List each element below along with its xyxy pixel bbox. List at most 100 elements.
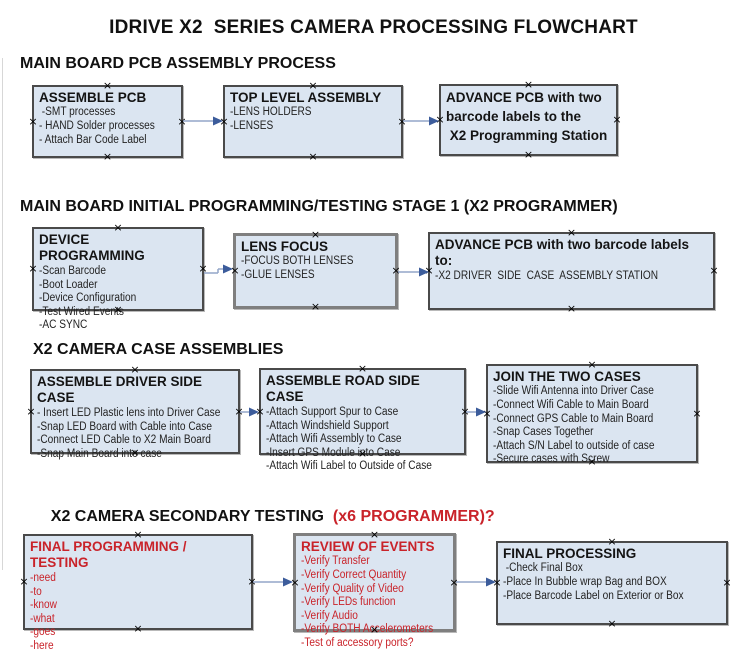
canvas-edge-line — [2, 58, 3, 570]
connection-handle-top: × — [113, 221, 123, 234]
flow-box-assemble-road-side-case[interactable]: ASSEMBLE ROAD SIDE CASE-Attach Support S… — [255, 362, 469, 472]
connection-handle-top: × — [102, 79, 113, 92]
connector-arrow-1[interactable] — [183, 113, 223, 129]
box-item: -Snap Cases Together — [493, 426, 594, 439]
connection-handle-top: × — [308, 79, 318, 92]
box-title: ASSEMBLE PCB — [39, 90, 147, 105]
box-title: ADVANCE PCB with two barcode labels to t… — [446, 90, 608, 143]
connection-handle-top: × — [369, 528, 380, 541]
connection-handle-bottom: × — [523, 148, 534, 161]
box-item: -Attach Wifi Label to Outside of Case — [266, 460, 432, 473]
box-title: FINAL PROCESSING — [503, 546, 637, 561]
box-item: -Verify Transfer — [301, 555, 370, 568]
box-item: -Boot Loader — [39, 278, 98, 291]
flow-box-top-level-assembly[interactable]: TOP LEVEL ASSEMBLY-LENS HOLDERS-LENSES××… — [219, 79, 406, 163]
box-item: -Attach Support Spur to Case — [266, 405, 399, 418]
box-title: JOIN THE TWO CASES — [493, 369, 641, 384]
connection-handle-top: × — [607, 535, 617, 548]
connector-arrow-7[interactable] — [253, 574, 293, 590]
box-item: -what — [30, 612, 55, 625]
box-item: -Check Final Box — [503, 562, 583, 575]
section-heading-red-part: (x6 PROGRAMMER)? — [332, 508, 495, 525]
box-item: -LENSES — [230, 120, 274, 133]
flow-box-lens-focus[interactable]: LENS FOCUS-FOCUS BOTH LENSES-GLUE LENSES… — [230, 228, 400, 313]
connection-handle-left: × — [19, 575, 29, 588]
box-item: -Slide Wifi Antenna into Driver Case — [493, 385, 654, 398]
connector-arrow-2[interactable] — [403, 113, 439, 129]
box-item: -X2 DRIVER SIDE CASE ASSEMBLY STATION — [435, 269, 659, 282]
box-item: -Connect Wifi Cable to Main Board — [493, 399, 649, 412]
connection-handle-top: × — [310, 228, 321, 241]
connector-arrow-3[interactable] — [204, 261, 233, 277]
box-item: -Snap LED Board with Cable into Case — [37, 420, 212, 433]
box-item: -Verify Audio — [301, 609, 358, 622]
connection-handle-bottom: × — [102, 150, 113, 163]
connection-handle-left: × — [28, 114, 38, 128]
connector-arrow-8[interactable] — [456, 574, 496, 590]
box-item: - Attach Bar Code Label — [39, 133, 147, 146]
box-item: -FOCUS BOTH LENSES — [241, 255, 354, 268]
connector-arrow-4[interactable] — [398, 264, 429, 280]
box-item: -Connect LED Cable to X2 Main Board — [37, 434, 211, 447]
box-item: -LENS HOLDERS — [230, 106, 312, 119]
flow-box-advance-pcb-programming-station[interactable]: ADVANCE PCB with two barcode labels to t… — [435, 78, 622, 161]
box-item: -Attach Windshield Support — [266, 419, 389, 432]
box-title: ASSEMBLE ROAD SIDE CASE — [266, 373, 424, 405]
box-item: -Test Wired Events — [39, 305, 124, 318]
connection-handle-bottom: × — [607, 617, 617, 630]
box-item: -Attach Wifi Assembly to Case — [266, 433, 402, 446]
flow-box-join-the-two-cases[interactable]: JOIN THE TWO CASES-Slide Wifi Antenna in… — [482, 358, 702, 467]
connection-handle-top: × — [130, 363, 140, 376]
box-item: -need — [30, 571, 56, 584]
connection-handle-left: × — [26, 404, 36, 418]
connection-handle-right: × — [692, 406, 702, 420]
box-item: - Insert LED Plastic lens into Driver Ca… — [37, 406, 221, 419]
box-item: -here — [30, 639, 54, 652]
box-title: LENS FOCUS — [241, 239, 329, 254]
connector-arrow-5[interactable] — [240, 404, 259, 420]
box-title: DEVICE PROGRAMMING — [39, 232, 145, 264]
flow-box-final-processing[interactable]: FINAL PROCESSING -Check Final Box-Place … — [492, 535, 731, 630]
box-title: ASSEMBLE DRIVER SIDE CASE — [37, 374, 206, 406]
flow-box-review-of-events[interactable]: REVIEW OF EVENTS-Verify Transfer-Verify … — [290, 528, 458, 649]
flow-box-advance-pcb-driver-side-station[interactable]: ADVANCE PCB with two barcode labels to:-… — [424, 227, 719, 315]
box-item: -GLUE LENSES — [241, 269, 315, 282]
box-item: -Verify BOTH Accelerometers — [301, 623, 434, 636]
box-item: -SMT processes — [39, 106, 116, 119]
connection-handle-right: × — [612, 113, 622, 126]
box-item: -Place In Bubble wrap Bag and BOX — [503, 576, 667, 589]
box-item: -Connect GPS Cable to Main Board — [493, 412, 654, 425]
box-title: FINAL PROGRAMMING / TESTING — [30, 539, 191, 571]
box-item: -know — [30, 599, 58, 612]
connector-arrow-6[interactable] — [466, 404, 486, 420]
section-heading-black-part: X2 CAMERA SECONDARY TESTING — [50, 508, 333, 525]
connection-handle-top: × — [357, 362, 368, 375]
box-item: -Verify Correct Quantity — [301, 569, 407, 582]
box-item: -Scan Barcode — [39, 264, 106, 277]
box-item: -Place Barcode Label on Exterior or Box — [503, 589, 684, 602]
flow-box-assemble-driver-side-case[interactable]: ASSEMBLE DRIVER SIDE CASE- Insert LED Pl… — [26, 363, 243, 460]
box-item: -AC SYNC — [39, 319, 88, 332]
connection-handle-bottom: × — [308, 150, 318, 163]
connection-handle-bottom: × — [566, 302, 577, 315]
flow-box-final-programming-testing[interactable]: FINAL PROGRAMMING / TESTING-need-to-know… — [19, 529, 256, 652]
box-item: - HAND Solder processes — [39, 120, 155, 133]
box-item: -Verify LEDs function — [301, 596, 396, 609]
flow-box-assemble-pcb[interactable]: ASSEMBLE PCB -SMT processes- HAND Solder… — [28, 79, 186, 163]
section-heading-case-assemblies: X2 CAMERA CASE ASSEMBLIES — [33, 341, 284, 358]
connection-handle-left: × — [28, 262, 38, 275]
connection-handle-top: × — [587, 358, 597, 371]
box-title: REVIEW OF EVENTS — [301, 539, 435, 554]
box-item: -Verify Quality of Video — [301, 582, 404, 595]
connection-handle-bottom: × — [310, 300, 321, 313]
chart-title: IDRIVE X2 SERIES CAMERA PROCESSING FLOWC… — [109, 17, 638, 38]
box-item: -Attach S/N Label to outside of case — [493, 439, 655, 452]
connection-handle-top: × — [523, 78, 534, 91]
box-item: -Snap Main Board into case — [37, 447, 162, 460]
box-item: -Secure cases with Screw — [493, 453, 610, 466]
box-item: -Device Configuration — [39, 292, 137, 305]
flow-box-device-programming[interactable]: DEVICE PROGRAMMING-Scan Barcode-Boot Loa… — [28, 221, 207, 331]
section-heading-secondary-testing: X2 CAMERA SECONDARY TESTING (x6 PROGRAMM… — [33, 490, 495, 544]
box-item: -Insert GPS Module into Case — [266, 446, 401, 459]
connection-handle-right: × — [709, 264, 719, 277]
